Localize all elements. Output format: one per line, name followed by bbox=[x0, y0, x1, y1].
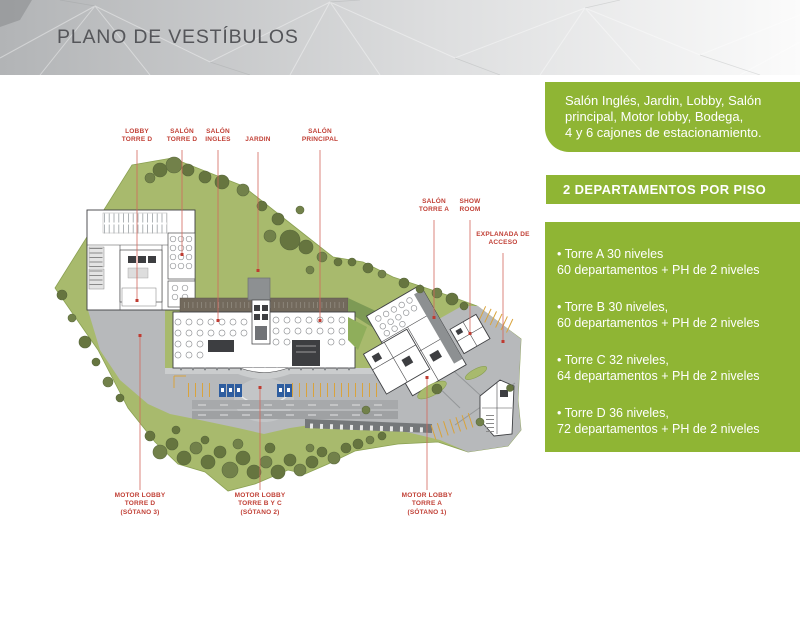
trees-lower bbox=[144, 383, 514, 480]
tower-c-name: • Torre C 32 niveles, bbox=[557, 353, 669, 367]
leader-lines bbox=[135, 150, 505, 490]
plan-label-salon-torre-a: SALÓN TORRE A bbox=[418, 198, 450, 214]
tower-a-name: • Torre A 30 niveles bbox=[557, 247, 664, 261]
plan-label-lobby-torre-d: LOBBY TORRE D bbox=[121, 128, 153, 144]
plan-label-salon-ingles: SALÓN INGLES bbox=[205, 128, 231, 144]
tower-d-detail: 72 departamentos + PH de 2 niveles bbox=[557, 422, 760, 436]
building-torre-d bbox=[86, 209, 196, 311]
plan-label-motor-lobby-byc: MOTOR LOBBY TORRE B Y C (SÓTANO 2) bbox=[234, 492, 286, 516]
plan-label-salon-torre-d: SALÓN TORRE D bbox=[166, 128, 198, 144]
plan-label-show-room: SHOW ROOM bbox=[459, 198, 481, 214]
plan-label-explanada: EXPLANADA DE ACCESO bbox=[476, 231, 530, 247]
tower-a-detail: 60 departamentos + PH de 2 niveles bbox=[557, 263, 760, 277]
tower-d-name: • Torre D 36 niveles, bbox=[557, 406, 669, 420]
header-pattern bbox=[0, 0, 800, 75]
plan-label-motor-lobby-a: MOTOR LOBBY TORRE A (SÓTANO 1) bbox=[401, 492, 453, 516]
page-title: PLANO DE VESTÍBULOS bbox=[57, 26, 299, 48]
tower-b-detail: 60 departamentos + PH de 2 niveles bbox=[557, 316, 760, 330]
plan-label-motor-lobby-d: MOTOR LOBBY TORRE D (SÓTANO 3) bbox=[114, 492, 166, 516]
tower-c-detail: 64 departamentos + PH de 2 niveles bbox=[557, 369, 760, 383]
plan-label-jardin: JARDIN bbox=[245, 136, 271, 143]
amenities-text: Salón Inglés, Jardin, Lobby, Salón princ… bbox=[565, 93, 762, 140]
tower-item-c: • Torre C 32 niveles, 64 departamentos +… bbox=[557, 352, 792, 384]
tower-item-b: • Torre B 30 niveles, 60 departamentos +… bbox=[557, 299, 792, 331]
building-torre-a-wing bbox=[362, 328, 431, 395]
header-band: PLANO DE VESTÍBULOS bbox=[0, 0, 800, 75]
trees-upper bbox=[56, 156, 469, 403]
tower-item-d: • Torre D 36 niveles, 72 departamentos +… bbox=[557, 405, 792, 437]
highlight-text: 2 DEPARTAMENTOS POR PISO bbox=[563, 182, 767, 197]
tower-item-a: • Torre A 30 niveles 60 departamentos + … bbox=[557, 246, 792, 278]
amenities-box: Salón Inglés, Jardin, Lobby, Salón princ… bbox=[545, 82, 800, 152]
plan-label-salon-principal: SALÓN PRINCIPAL bbox=[301, 128, 339, 144]
towers-box: • Torre A 30 niveles 60 departamentos + … bbox=[545, 222, 800, 452]
building-torre-a bbox=[365, 284, 467, 397]
building-lower-access bbox=[479, 379, 515, 437]
highlight-bar: 2 DEPARTAMENTOS POR PISO bbox=[546, 175, 800, 204]
tower-b-name: • Torre B 30 niveles, bbox=[557, 300, 669, 314]
